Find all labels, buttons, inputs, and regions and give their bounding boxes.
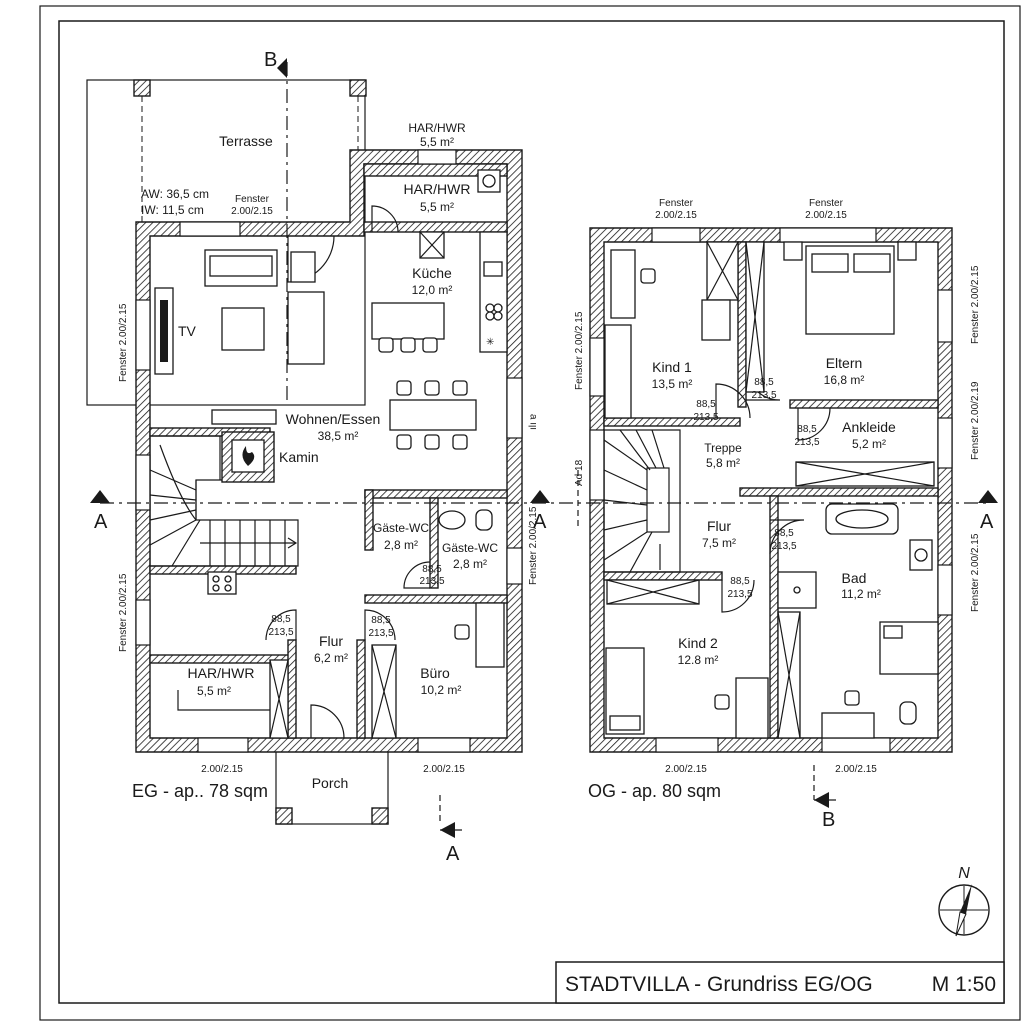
- room-har-lower-area: 5,5 m²: [197, 684, 231, 698]
- room-eltern-area: 16,8 m²: [824, 373, 865, 387]
- sheet-border-outer: [39, 5, 1021, 1021]
- title-block-title: STADTVILLA - Grundriss EG/OG: [565, 973, 873, 996]
- upper-floor-stairs: [603, 429, 681, 573]
- og-bottom-window-left-size: 2.00/2.15: [665, 764, 707, 775]
- room-kueche-area: 12,0 m²: [412, 283, 453, 297]
- upper-floor-plan: [589, 227, 953, 753]
- window-right-upper-label: ılı ɐ: [528, 413, 539, 430]
- room-har-outside-name: HAR/HWR: [408, 121, 466, 135]
- window-left-lower-label: Fenster 2.00/2.15: [118, 573, 129, 652]
- window-top-label: Fenster: [235, 194, 270, 205]
- room-flur-name: Flur: [319, 633, 343, 649]
- door-flur-right-height: 213,5: [368, 628, 393, 639]
- room-kind2-name: Kind 2: [678, 635, 718, 651]
- room-kind1-area: 13,5 m²: [652, 377, 693, 391]
- door-wc-width: 88,5: [422, 564, 442, 575]
- section-label-b: B: [264, 49, 277, 71]
- terrace-outline: [86, 79, 366, 406]
- tv-label: TV: [178, 323, 197, 339]
- door-flur-right-width: 88,5: [371, 615, 391, 626]
- section-label-a: A: [94, 511, 108, 533]
- og-door-kind2-height: 213,5: [727, 589, 752, 600]
- north-arrow-icon: [938, 884, 990, 937]
- upper-floor-summary: OG - ap. 80 sqm: [588, 781, 721, 801]
- og-window-top-right-size: 2.00/2.15: [805, 210, 847, 221]
- og-window-top-left-size: 2.00/2.15: [655, 210, 697, 221]
- north-label: N: [958, 865, 970, 882]
- room-wohnen-name: Wohnen/Essen: [286, 411, 381, 427]
- terrace-label: Terrasse: [219, 133, 273, 149]
- window-top-size: 2.00/2.15: [231, 206, 273, 217]
- section-label-b: B: [822, 809, 835, 831]
- window-right-label: Fenster 2.00/2.15: [528, 506, 539, 585]
- title-block-scale: M 1:50: [932, 973, 996, 996]
- ground-floor-summary: EG - ap.. 78 sqm: [132, 781, 268, 801]
- sheet-border-inner: [58, 20, 1005, 1004]
- og-door-kind1-height: 213,5: [693, 412, 718, 423]
- room-har-inside-area: 5,5 m²: [420, 200, 454, 214]
- room-gaeste-wc-2-name: Gäste-WC: [442, 541, 498, 555]
- porch-label: Porch: [312, 775, 349, 791]
- room-wohnen-area: 38,5 m²: [318, 429, 359, 443]
- wall-note-inner: IW: 11,5 cm: [141, 203, 204, 217]
- og-window-top-left-label: Fenster: [659, 198, 694, 209]
- room-gaeste-wc-1-area: 2,8 m²: [384, 538, 418, 552]
- room-kind2-area: 12.8 m²: [678, 653, 719, 667]
- wall-note-outer: AW: 36,5 cm: [141, 187, 209, 201]
- og-door-bad-width: 88,5: [774, 528, 794, 539]
- room-har-lower-name: HAR/HWR: [188, 665, 255, 681]
- og-window-right-2-label: Fenster 2.00/2.19: [970, 381, 981, 460]
- room-flur-og-area: 7,5 m²: [702, 536, 736, 550]
- room-treppe-area: 5,8 m²: [706, 456, 740, 470]
- window-left-upper-label: Fenster 2.00/2.15: [118, 303, 129, 382]
- door-flur-left-height: 213,5: [268, 627, 293, 638]
- og-door-eltern-height: 213,5: [751, 390, 776, 401]
- og-window-top-right-label: Fenster: [809, 198, 844, 209]
- door-wc-height: 213,5: [419, 576, 444, 587]
- section-marker-arrow: [530, 490, 550, 503]
- room-har-outside-area: 5,5 m²: [420, 135, 454, 149]
- bottom-window-left-size: 2.00/2.15: [201, 764, 243, 775]
- room-kind1-name: Kind 1: [652, 359, 692, 375]
- room-har-inside-name: HAR/HWR: [404, 181, 471, 197]
- svg-text:✳: ✳: [486, 337, 494, 348]
- section-label-a: A: [446, 843, 460, 865]
- og-door-kind1-width: 88,5: [696, 399, 716, 410]
- room-eltern-name: Eltern: [826, 355, 863, 371]
- room-bad-name: Bad: [842, 570, 867, 586]
- room-flur-og-name: Flur: [707, 518, 731, 534]
- room-gaeste-wc-1-name: Gäste-WC: [373, 521, 429, 535]
- section-marker-arrow: [277, 58, 287, 78]
- door-flur-left-width: 88,5: [271, 614, 291, 625]
- og-door-eltern-width: 88,5: [754, 377, 774, 388]
- room-bad-area: 11,2 m²: [841, 587, 881, 601]
- kamin-label: Kamin: [279, 449, 319, 465]
- room-treppe-name: Treppe: [704, 441, 742, 455]
- section-label-a: A: [533, 511, 547, 533]
- section-marker-arrow: [978, 490, 998, 503]
- og-window-left-lower-label: Ad 18: [574, 459, 585, 486]
- section-label-a: A: [980, 511, 994, 533]
- room-ankleide-name: Ankleide: [842, 419, 896, 435]
- og-door-ankleide-height: 213,5: [794, 437, 819, 448]
- room-flur-area: 6,2 m²: [314, 651, 348, 665]
- og-door-bad-height: 213,5: [771, 541, 796, 552]
- ground-floor-plan: ✳: [86, 79, 523, 825]
- room-ankleide-area: 5,2 m²: [852, 437, 886, 451]
- title-block: [555, 961, 1005, 1004]
- og-window-left-label: Fenster 2.00/2.15: [574, 311, 585, 390]
- og-door-ankleide-width: 88,5: [797, 424, 817, 435]
- og-door-kind2-width: 88,5: [730, 576, 750, 587]
- bottom-window-right-size: 2.00/2.15: [423, 764, 465, 775]
- og-window-right-1-label: Fenster 2.00/2.15: [970, 265, 981, 344]
- room-buero-name: Büro: [420, 665, 450, 681]
- og-bottom-window-right-size: 2.00/2.15: [835, 764, 877, 775]
- room-buero-area: 10,2 m²: [421, 683, 462, 697]
- room-gaeste-wc-2-area: 2,8 m²: [453, 557, 487, 571]
- room-kueche-name: Küche: [412, 265, 452, 281]
- section-marker-arrow: [90, 490, 110, 503]
- og-window-right-3-label: Fenster 2.00/2.15: [970, 533, 981, 612]
